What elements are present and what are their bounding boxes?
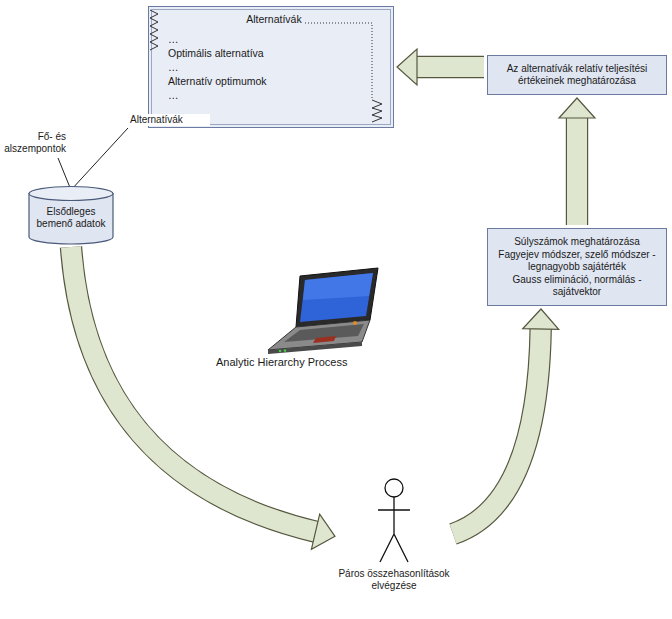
- node-text: Súlyszámok meghatározása: [496, 236, 658, 248]
- window-border: [149, 7, 394, 128]
- block-arrow: [397, 49, 484, 85]
- leader-line: [58, 158, 71, 190]
- arrow-shaft: [567, 117, 587, 226]
- arrow-shaft: [453, 327, 541, 534]
- node-text: Gauss elimináció, normálás - sajátvektor: [496, 274, 658, 298]
- figure-head: [385, 479, 403, 497]
- window-border: [152, 10, 391, 125]
- database-cylinder: Elsődleges bemenő adatok: [28, 186, 114, 244]
- arrow-head: [397, 49, 417, 85]
- process-box: Az alternatívák relatív teljesítési érté…: [487, 55, 667, 95]
- cylinder-top: [29, 187, 113, 201]
- node-text: …: [168, 60, 380, 74]
- arrow-head: [311, 514, 335, 549]
- arrow-head: [559, 98, 595, 118]
- zigzag-edge: [150, 10, 158, 50]
- arrow-shaft: [71, 247, 317, 532]
- node-text: Fagyejev módszer, szelő módszer - legnag…: [496, 249, 658, 273]
- annotation-label: Alternatívák: [130, 114, 210, 126]
- laptop-icon: [268, 268, 378, 354]
- arrow-outline: [71, 247, 317, 532]
- dotted-frame: [305, 23, 372, 100]
- arrow-outline: [416, 56, 485, 78]
- node-text: Páros összehasonlítások elvégzése: [338, 568, 450, 592]
- node-text: Alternatívák: [168, 12, 380, 26]
- result-window: Alternatívák…Optimális alternatíva…Alter…: [148, 6, 394, 128]
- node-text: Alternatív optimumok: [168, 74, 380, 88]
- arrow-outline: [566, 117, 588, 226]
- block-arrow: [559, 98, 595, 225]
- arrow-head: [523, 309, 559, 329]
- node-text: Optimális alternatíva: [168, 46, 380, 60]
- node-text: Az alternatívák relatív teljesítési érté…: [496, 63, 658, 87]
- annotation-label: Fő- és alszempontok: [4, 131, 66, 155]
- block-arrow: [453, 309, 559, 534]
- stick-figure: [338, 476, 450, 566]
- node-text: Elsődleges bemenő adatok: [34, 206, 108, 230]
- leader-line: [71, 128, 128, 190]
- node-text: …: [168, 88, 380, 102]
- annotation-label: Analytic Hierarchy Process: [216, 356, 366, 368]
- node-text: …: [168, 32, 380, 46]
- figure-body: [378, 497, 410, 562]
- process-box: Súlyszámok meghatározásaFagyejev módszer…: [487, 228, 667, 306]
- zigzag-edge: [372, 100, 382, 122]
- arrow-shaft: [416, 57, 485, 77]
- actor-figure: Páros összehasonlítások elvégzése: [338, 476, 450, 592]
- block-arrow: [71, 247, 335, 549]
- arrow-outline: [453, 327, 541, 534]
